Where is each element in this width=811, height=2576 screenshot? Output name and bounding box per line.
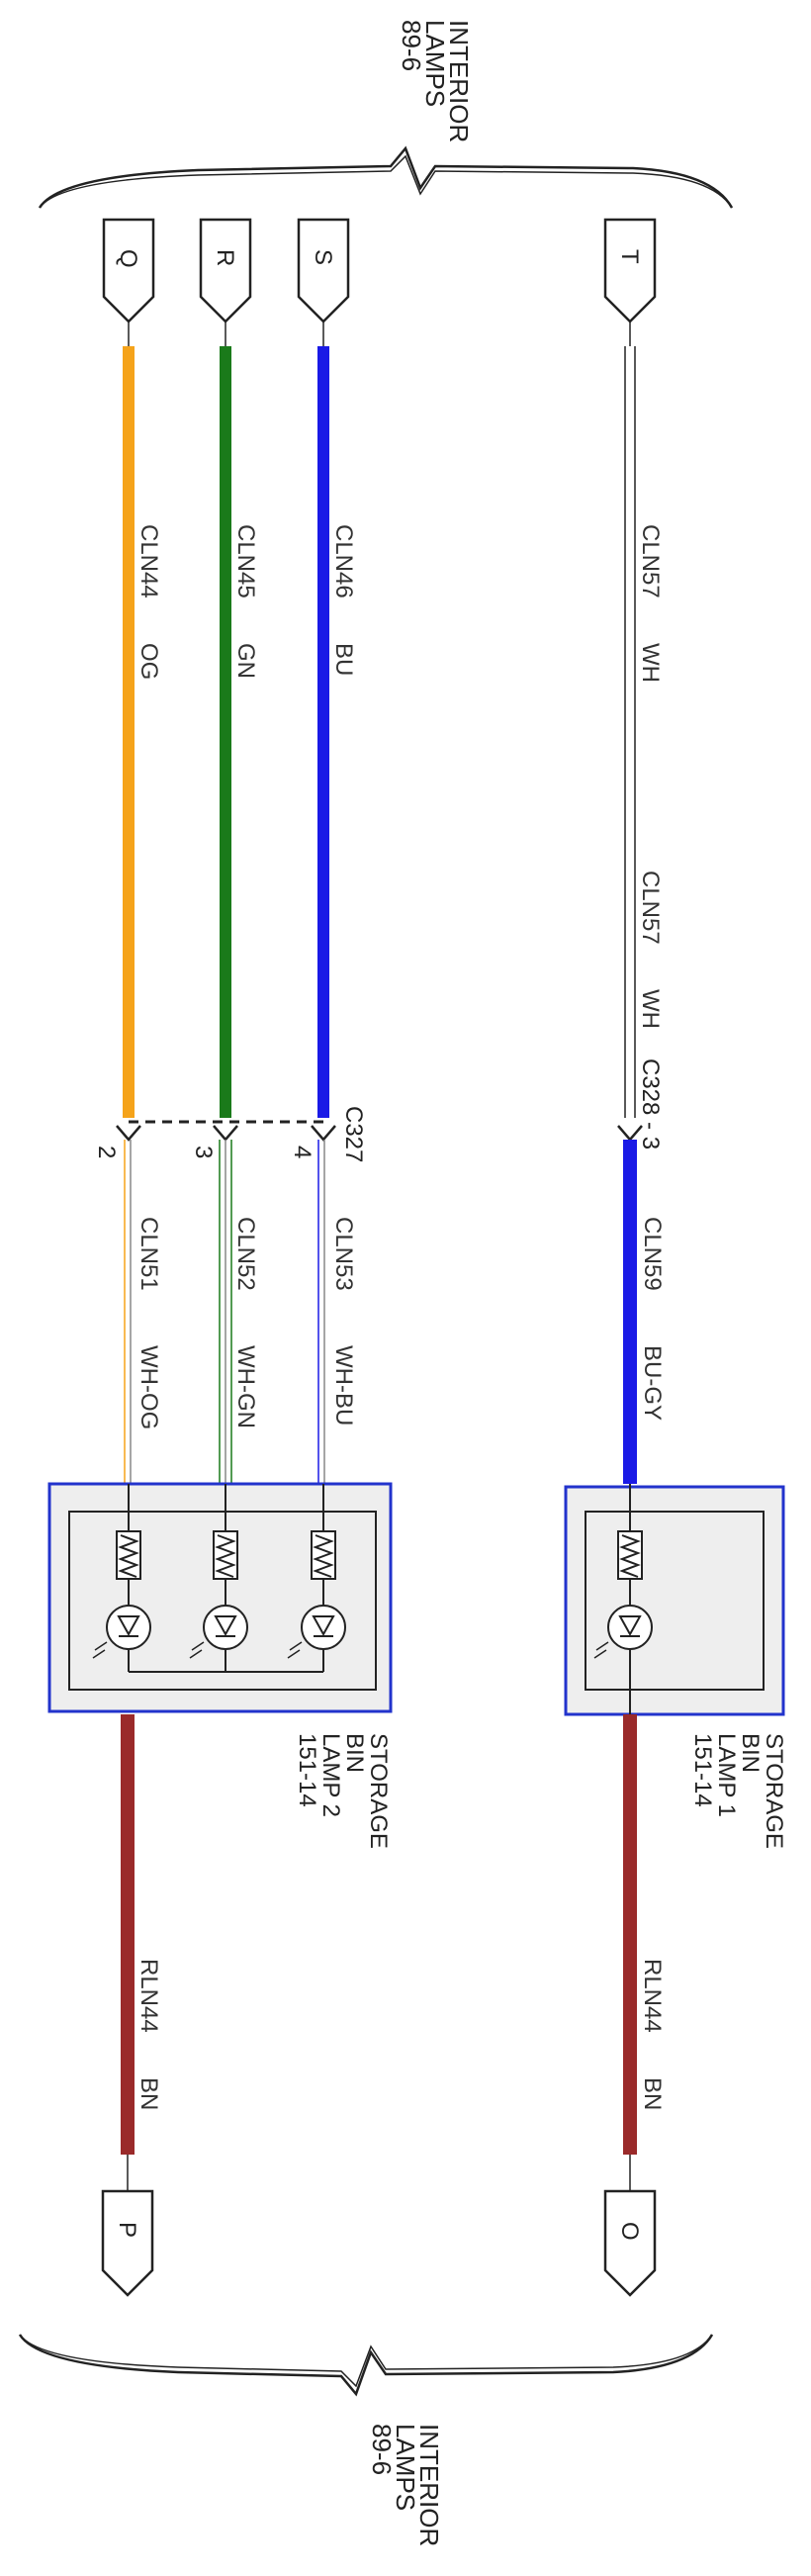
label-cln57a: CLN57 WH	[637, 524, 664, 683]
brace-icon	[18, 2334, 714, 2397]
label-cln51: CLN51 WH-OG	[135, 1217, 162, 1429]
lamp2-line1: STORAGE	[365, 1733, 392, 1849]
connector-r-label: R	[212, 249, 238, 266]
brace-icon	[38, 145, 734, 209]
lamp-module-2: STORAGE BIN LAMP 2 151-14	[47, 1482, 393, 1849]
title-top-line3: 89-6	[397, 20, 426, 71]
c327-pin4: 4	[289, 1146, 315, 1158]
label-cln53-color: WH-BU	[330, 1345, 357, 1426]
wire-cln45	[220, 346, 231, 1118]
label-cln53-circuit: CLN53	[330, 1217, 357, 1291]
wire-cln53	[317, 1140, 325, 1484]
label-cln59-color: BU-GY	[639, 1345, 666, 1421]
c328-name: C328 - 3	[637, 1058, 664, 1150]
lamp1-line4: 151-14	[689, 1733, 716, 1807]
bottom-stubs	[127, 2155, 631, 2191]
connector-t: T	[603, 218, 657, 323]
label-cln45-circuit: CLN45	[232, 524, 259, 598]
label-cln46-circuit: CLN46	[330, 524, 357, 598]
wire-cln59	[623, 1140, 637, 1484]
wire-rln44-a	[121, 1714, 135, 2155]
label-rln44a-color: BN	[135, 2077, 162, 2110]
title-bottom-line1: INTERIOR	[414, 2424, 444, 2546]
label-rln44a-circuit: RLN44	[135, 1959, 162, 2033]
title-bottom-line3: 89-6	[367, 2424, 397, 2475]
connector-q: Q	[102, 218, 155, 323]
lamp1-line2: BIN	[737, 1733, 764, 1773]
wire-rln44-b	[623, 1714, 637, 2155]
led-icon	[92, 1605, 346, 1659]
label-cln44-circuit: CLN44	[135, 524, 162, 598]
label-cln44: CLN44 OG	[135, 524, 162, 680]
label-rln44a: RLN44 BN	[135, 1959, 162, 2110]
connector-r: R	[199, 218, 252, 323]
connector-s: S	[297, 218, 350, 323]
connector-o-label: O	[616, 2222, 643, 2241]
label-cln52: CLN52 WH-GN	[232, 1217, 259, 1428]
connector-o: O	[603, 2189, 657, 2297]
title-bottom: INTERIOR LAMPS 89-6	[367, 2424, 444, 2546]
wire-cln57	[624, 346, 636, 1118]
connector-s-label: S	[310, 249, 336, 265]
label-cln57a-circuit: CLN57	[637, 524, 664, 598]
lamp1-label: STORAGE BIN LAMP 1 151-14	[689, 1733, 787, 1849]
label-cln51-color: WH-OG	[135, 1345, 162, 1429]
connector-t-label: T	[616, 249, 643, 264]
connector-stubs	[128, 322, 631, 346]
label-rln44b-circuit: RLN44	[639, 1959, 666, 2033]
label-cln57b: CLN57 WH	[637, 871, 664, 1029]
wire-cln52	[219, 1140, 232, 1484]
connector-c328: C328 - 3	[617, 1058, 664, 1150]
lamp1-line1: STORAGE	[761, 1733, 787, 1849]
wire-cln46	[317, 346, 329, 1118]
label-rln44b: RLN44 BN	[639, 1959, 666, 2110]
label-cln59: CLN59 BU-GY	[639, 1217, 666, 1421]
lamp2-label: STORAGE BIN LAMP 2 151-14	[294, 1733, 392, 1849]
title-top: INTERIOR LAMPS 89-6	[397, 20, 474, 142]
label-cln57b-circuit: CLN57	[637, 871, 664, 945]
c327-pin2: 2	[93, 1146, 120, 1158]
label-rln44b-color: BN	[639, 2077, 666, 2110]
label-cln51-circuit: CLN51	[135, 1217, 162, 1291]
connector-q-label: Q	[115, 249, 141, 268]
label-cln52-color: WH-GN	[232, 1345, 259, 1428]
label-cln57b-color: WH	[637, 989, 664, 1029]
lamp2-line3: LAMP 2	[317, 1733, 344, 1817]
lamp1-line3: LAMP 1	[713, 1733, 740, 1817]
label-cln52-circuit: CLN52	[232, 1217, 259, 1291]
lamp-module-1: STORAGE BIN LAMP 1 151-14	[564, 1484, 787, 1849]
connector-arrow-icon	[116, 1125, 336, 1142]
label-cln45-color: GN	[232, 643, 259, 679]
wire-cln51	[124, 1140, 132, 1484]
title-top-line2: LAMPS	[420, 20, 450, 107]
label-cln59-circuit: CLN59	[639, 1217, 666, 1291]
connector-p-label: P	[114, 2222, 140, 2238]
label-cln46-color: BU	[330, 643, 357, 676]
title-top-line1: INTERIOR	[444, 20, 474, 142]
connector-p: P	[101, 2189, 154, 2297]
label-cln44-color: OG	[135, 643, 162, 680]
c327-name: C327	[340, 1106, 367, 1162]
resistor-icon	[617, 1530, 643, 1580]
title-bottom-line2: LAMPS	[391, 2424, 420, 2511]
label-cln46: CLN46 BU	[330, 524, 357, 676]
lamp2-line2: BIN	[341, 1733, 368, 1773]
c327-pin3: 3	[190, 1146, 217, 1158]
lamp2-internal-wires	[128, 1484, 324, 1673]
label-cln45: CLN45 GN	[232, 524, 259, 679]
wire-cln44	[123, 346, 135, 1118]
label-cln53: CLN53 WH-BU	[330, 1217, 357, 1426]
label-cln57a-color: WH	[637, 643, 664, 683]
lamp2-line4: 151-14	[294, 1733, 320, 1807]
